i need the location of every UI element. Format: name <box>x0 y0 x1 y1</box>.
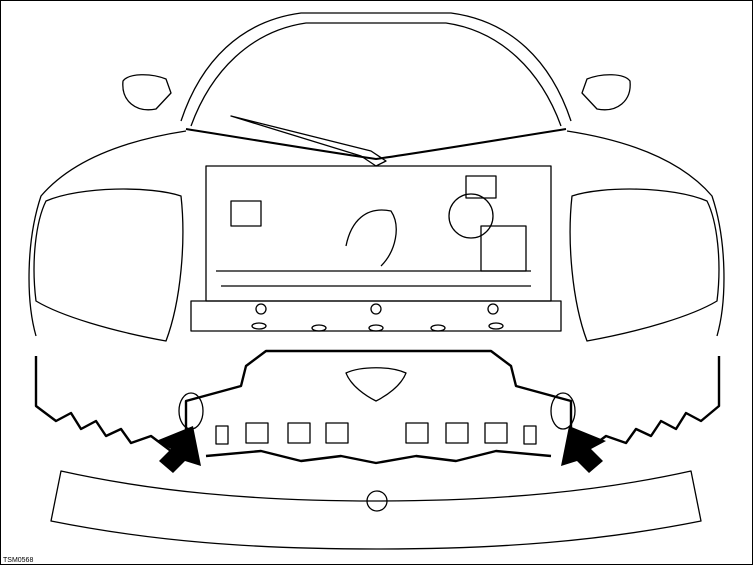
bumper-outline <box>34 349 721 453</box>
engine-bay <box>205 165 552 302</box>
right-mirror <box>581 74 631 111</box>
towing-eye <box>366 490 388 512</box>
reference-code: TSM0568 <box>3 557 34 564</box>
intake-hose <box>345 209 397 267</box>
right-arrow-icon <box>561 426 606 473</box>
left-mirror <box>122 74 172 111</box>
left-headlamp <box>33 188 184 342</box>
lower-valance <box>50 470 702 550</box>
bumper-lower <box>205 449 552 465</box>
windscreen <box>180 12 572 122</box>
grille-slots <box>215 422 537 445</box>
wiper <box>230 115 387 167</box>
badge <box>345 367 407 402</box>
bonnet-edge <box>185 128 567 160</box>
left-fender <box>28 130 187 337</box>
left-arrow-icon <box>156 426 201 473</box>
fixings <box>251 303 504 332</box>
right-headlamp <box>569 188 720 342</box>
right-fender <box>566 130 725 337</box>
windscreen-inner <box>190 22 562 127</box>
slam-panel <box>190 300 562 332</box>
